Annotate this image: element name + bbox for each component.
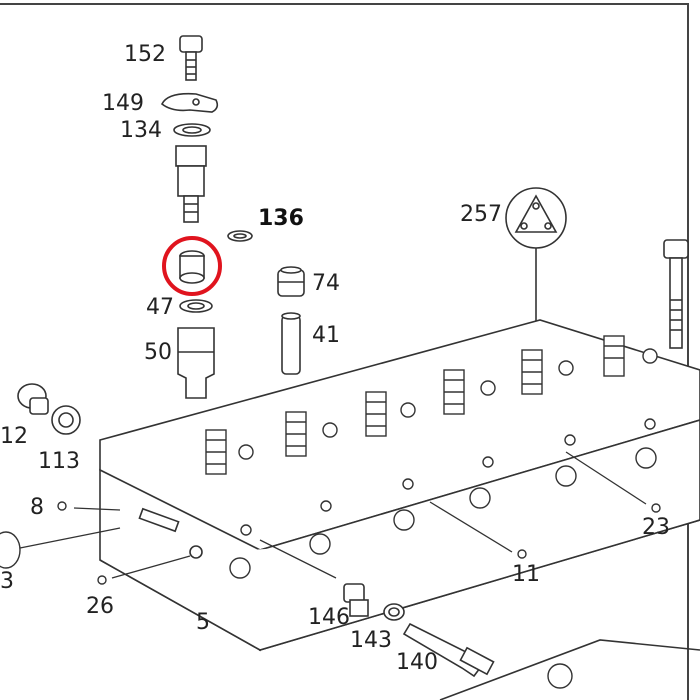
valve-seal-74 [277,266,305,297]
label-74: 74 [312,271,340,296]
label-143: 143 [350,628,392,653]
label-149: 149 [102,91,144,116]
cylinder-head [99,319,700,652]
dot-11 [517,549,527,559]
valve-guide-41 [281,312,301,375]
label-8: 8 [30,495,44,520]
label-11: 11 [512,562,540,587]
seal-113 [51,405,81,435]
bolt-152 [179,35,203,81]
valve-springs [205,335,658,475]
sleeve-50 [177,327,215,399]
label-3: 3 [0,569,14,594]
label-50: 50 [144,340,172,365]
label-26: 26 [86,594,114,619]
dot-26 [97,575,107,585]
injector-body [175,145,207,223]
plug-146 [343,583,369,617]
highlight-circle [162,236,222,296]
label-23: 23 [642,515,670,540]
sleeve-136 [179,250,205,284]
glow-plug-140 [402,622,495,678]
washer-134 [173,123,211,137]
cover-257 [505,187,567,330]
label-140: 140 [396,650,438,675]
plug-12 [17,383,49,415]
label-136: 136 [258,206,304,231]
gasket [439,639,700,700]
dot-8 [57,501,67,511]
gasket-hole [547,663,573,689]
dot-23 [651,503,661,513]
label-113: 113 [38,449,80,474]
label-146: 146 [308,605,350,630]
label-134: 134 [120,118,162,143]
clamp-149 [160,92,219,113]
label-47: 47 [146,295,174,320]
label-152: 152 [124,42,166,67]
label-41: 41 [312,323,340,348]
washer-47 [179,299,213,313]
side-ports [229,418,657,579]
washer-143 [383,603,405,621]
part-3 [0,531,21,569]
label-12: 12 [0,424,28,449]
head-bolt [663,239,689,349]
label-257: 257 [460,202,502,227]
seal-ring-136 [227,230,253,242]
leader-lines [19,451,647,579]
label-5: 5 [196,610,210,635]
